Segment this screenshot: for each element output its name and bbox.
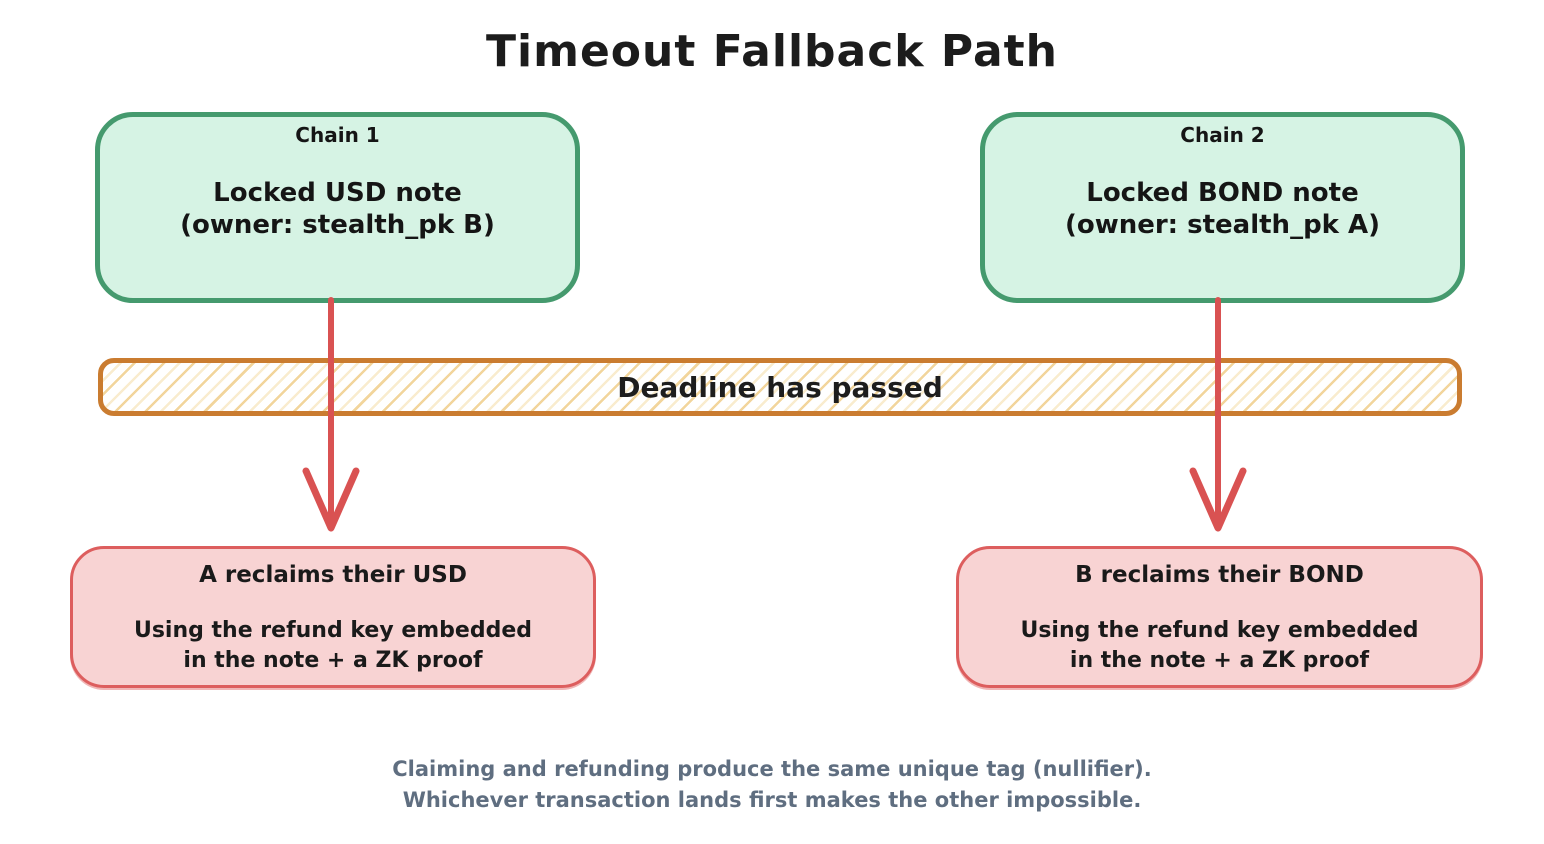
reclaim-usd-line2: in the note + a ZK proof xyxy=(183,648,483,673)
reclaim-bond-line1: Using the refund key embedded xyxy=(1020,618,1419,643)
chain2-note-line1: Locked BOND note xyxy=(1086,178,1359,208)
chain2-note-line2: (owner: stealth_pk A) xyxy=(1064,210,1381,240)
chain1-note-line2: (owner: stealth_pk B) xyxy=(180,210,495,240)
chain1-label: Chain 1 xyxy=(295,123,380,147)
reclaim-usd-title: A reclaims their USD xyxy=(199,562,467,588)
chain2-label: Chain 2 xyxy=(1180,123,1265,147)
deadline-banner: Deadline has passed xyxy=(98,358,1462,416)
deadline-banner-label: Deadline has passed xyxy=(617,370,943,404)
chain2-locked-note-box: Chain 2 Locked BOND note (owner: stealth… xyxy=(980,112,1465,303)
reclaim-bond-title: B reclaims their BOND xyxy=(1075,562,1364,588)
footnote-line2: Whichever transaction lands first makes … xyxy=(402,788,1142,812)
reclaim-usd-box: A reclaims their USD Using the refund ke… xyxy=(70,546,596,688)
reclaim-usd-line1: Using the refund key embedded xyxy=(133,618,533,643)
down-arrow-icon xyxy=(1189,297,1247,532)
footnote-line1: Claiming and refunding produce the same … xyxy=(392,757,1152,781)
nullifier-footnote: Claiming and refunding produce the same … xyxy=(0,754,1544,816)
reclaim-bond-box: B reclaims their BOND Using the refund k… xyxy=(956,546,1483,688)
diagram-title: Timeout Fallback Path xyxy=(486,26,1058,77)
chain1-note-line1: Locked USD note xyxy=(213,178,462,208)
reclaim-bond-text: Using the refund key embedded in the not… xyxy=(1020,616,1418,676)
chain1-locked-note-box: Chain 1 Locked USD note (owner: stealth_… xyxy=(95,112,580,303)
reclaim-bond-line2: in the note + a ZK proof xyxy=(1069,648,1370,673)
down-arrow-icon xyxy=(302,297,360,532)
reclaim-usd-text: Using the refund key embedded in the not… xyxy=(134,616,532,676)
chain1-note-text: Locked USD note (owner: stealth_pk B) xyxy=(180,177,495,241)
chain2-note-text: Locked BOND note (owner: stealth_pk A) xyxy=(1065,177,1380,241)
